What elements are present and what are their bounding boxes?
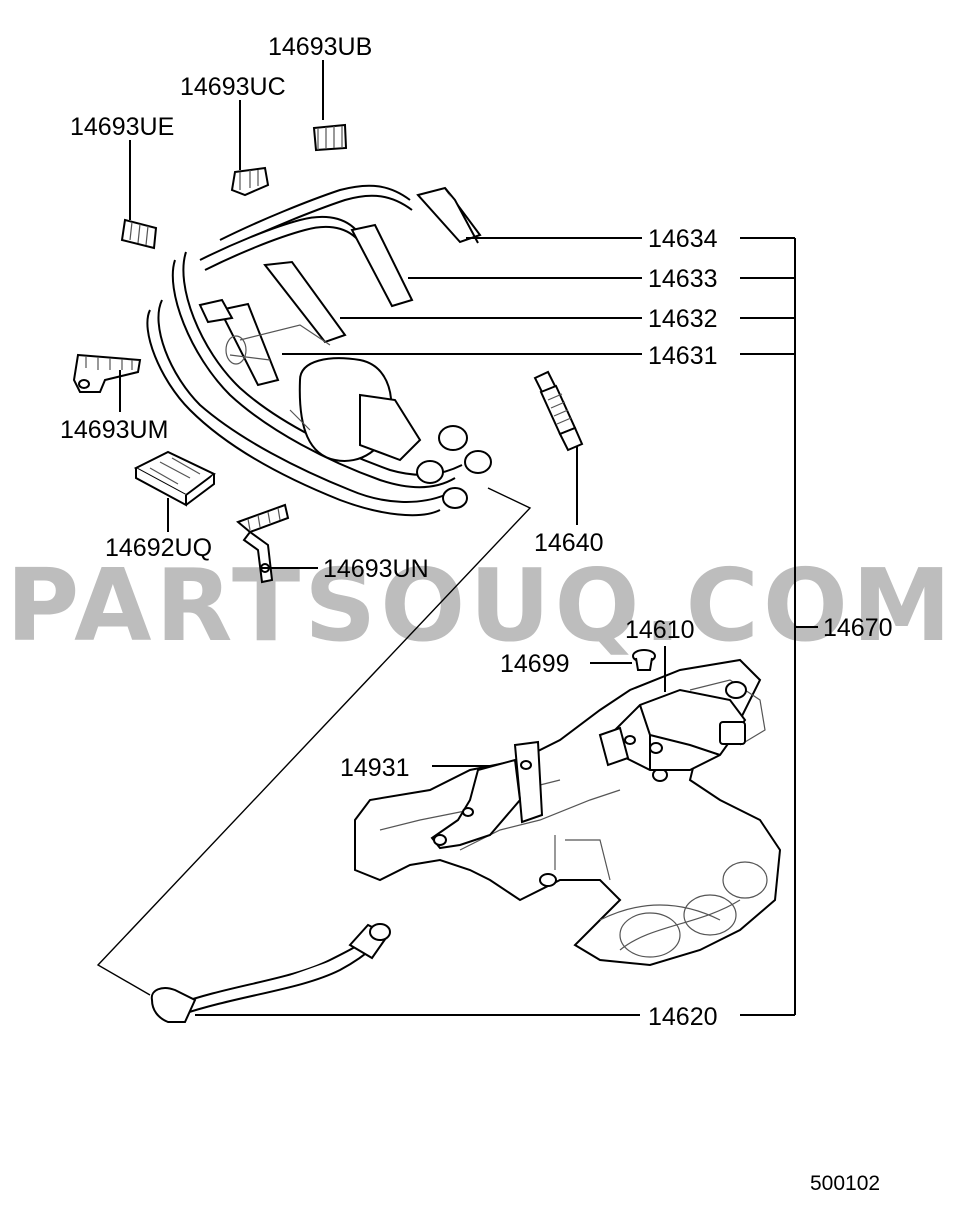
- leader-lines: [96, 60, 818, 1016]
- label-14693UC: 14693UC: [180, 73, 286, 101]
- label-14693UN: 14693UN: [323, 555, 429, 583]
- label-14692UQ: 14692UQ: [105, 534, 212, 562]
- clamp-14693UB: [312, 123, 348, 152]
- label-14610: 14610: [625, 616, 695, 644]
- clamp-14693UC: [230, 166, 270, 197]
- label-14931: 14931: [340, 754, 410, 782]
- spark-plug-illustration: [533, 370, 584, 452]
- bolt-illustration: [632, 649, 656, 671]
- label-14634: 14634: [648, 225, 718, 253]
- label-14693UE: 14693UE: [70, 113, 174, 141]
- label-14670: 14670: [823, 614, 893, 642]
- ignition-coil-illustration: [598, 688, 747, 771]
- label-14693UB: 14693UB: [268, 33, 372, 61]
- label-14693UM: 14693UM: [60, 416, 168, 444]
- label-14631: 14631: [648, 342, 718, 370]
- label-14699: 14699: [500, 650, 570, 678]
- spark-plug-wires-illustration: [146, 184, 492, 517]
- label-14632: 14632: [648, 305, 718, 333]
- label-14633: 14633: [648, 265, 718, 293]
- clamp-14693UM: [72, 353, 142, 393]
- figure-code: 500102: [810, 1172, 880, 1195]
- bracket-illustration: [430, 740, 544, 850]
- clamp-14693UN: [236, 503, 290, 584]
- label-14640: 14640: [534, 529, 604, 557]
- part-labels: 14693UB 14693UC 14693UE 14634 14633 1463…: [60, 33, 893, 1195]
- watermark: PARTSOUQ.COM: [6, 547, 955, 664]
- label-14620: 14620: [648, 1003, 718, 1031]
- clamp-14693UE: [120, 218, 158, 250]
- coil-lead-wire-illustration: [150, 923, 391, 1023]
- holder-14692UQ: [133, 450, 216, 507]
